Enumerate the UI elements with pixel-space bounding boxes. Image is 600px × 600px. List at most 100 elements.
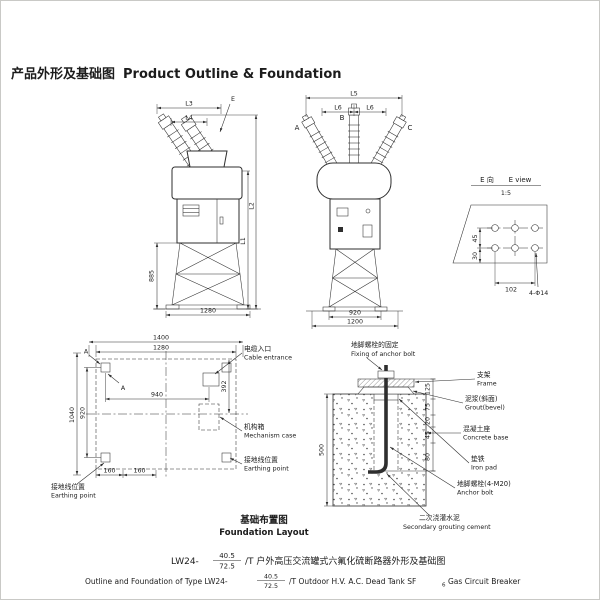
grout-label-zh: 泥浆(斜面) bbox=[465, 394, 498, 403]
dim-500: 500 bbox=[319, 393, 333, 507]
cable-entrance-callout: 电缆入口 Cable entrance bbox=[214, 344, 292, 375]
model-line2-end: Gas Circuit Breaker bbox=[448, 577, 521, 586]
cabinet-window bbox=[336, 207, 349, 217]
dim-885: 885 bbox=[149, 242, 179, 310]
frame-label-zh: 支架 bbox=[477, 370, 491, 379]
earthing-point-left-callout: 接地线位置 Earthing point bbox=[51, 462, 105, 500]
earthing-point-left-zh: 接地线位置 bbox=[51, 482, 85, 491]
dim-80-label: 80 bbox=[425, 453, 432, 461]
front-view-drawing: A B C L5 L6 L6 920 1200 bbox=[295, 91, 413, 329]
fraction2-bottom: 72.5 bbox=[264, 583, 278, 590]
fraction-bottom: 72.5 bbox=[219, 563, 235, 571]
dim-392-label: 392 bbox=[221, 380, 228, 392]
footer-line1: LW24- 40.5 72.5 /T 户外高压交流罐式六氟化硫断路器外形及基础图 bbox=[171, 552, 445, 571]
dim-920-label: 920 bbox=[349, 310, 361, 317]
model-suffix-zh: /T 户外高压交流罐式六氟化硫断路器外形及基础图 bbox=[245, 555, 445, 567]
view-e-letter: E bbox=[231, 96, 235, 103]
mechanism-case-label-zh: 机构箱 bbox=[244, 422, 265, 431]
earthing-point-right-en: Earthing point bbox=[244, 466, 289, 473]
bolt-hole bbox=[531, 244, 539, 252]
anchor-bolt-callout: 地脚螺栓(4-M20) Anchor bolt bbox=[389, 446, 511, 497]
dim-1040-label: 1040 bbox=[69, 407, 76, 423]
louver-side bbox=[182, 204, 200, 217]
dim-500-label: 500 bbox=[319, 444, 326, 456]
cabinet-door-panel bbox=[362, 224, 373, 238]
anchor-pad bbox=[221, 362, 232, 373]
grout-callout: 泥浆(斜面) Grout(bevel) bbox=[412, 390, 505, 412]
dim-920-plan-label: 920 bbox=[80, 407, 87, 419]
hole-callout: 4-Φ14 bbox=[529, 252, 548, 297]
dim-392: 392 bbox=[221, 360, 231, 413]
anchor-fixing-title-zh: 地脚螺栓的固定 bbox=[351, 340, 399, 349]
iron-pad-label-en: Iron pad bbox=[471, 465, 497, 472]
model-line2-prefix: Outline and Foundation of Type LW24- bbox=[85, 577, 228, 586]
anchor-pad bbox=[221, 452, 232, 463]
anchor-bolt-label-zh: 地脚螺栓(4-M20) bbox=[457, 479, 511, 488]
foundation-plan-drawing: 1400 1280 940 392 1040 920 160 160 A A 电… bbox=[51, 335, 296, 500]
section-mark-a: A A bbox=[84, 349, 126, 393]
concrete-base-label-en: Concrete base bbox=[463, 435, 509, 442]
cabinet-knob bbox=[365, 208, 371, 214]
dim-1280-plan-label: 1280 bbox=[153, 345, 169, 352]
anchor-fixing-title-en: Fixing of anchor bolt bbox=[351, 351, 416, 358]
secondary-grout-callout: 二次浇灌水泥 Secondary grouting cement bbox=[386, 473, 491, 531]
dim-l4-label: L4 bbox=[185, 115, 193, 122]
dim-1280-side: 1280 bbox=[165, 308, 251, 318]
caption-en: Foundation Layout bbox=[219, 528, 308, 538]
cable-entrance-opening bbox=[202, 372, 220, 387]
tank-body-side bbox=[171, 166, 243, 200]
tank-turret-side bbox=[186, 150, 228, 168]
frame-callout: 支架 Frame bbox=[414, 370, 497, 388]
cabinet-front bbox=[329, 198, 381, 250]
dim-1200: 1200 bbox=[311, 311, 399, 329]
e-view-drawing: E 向 E view 1:5 45 30 102 4-Φ14 bbox=[452, 175, 548, 297]
dim-l1-label: L1 bbox=[240, 237, 247, 245]
model-line2-mid: /T Outdoor H.V. A.C. Dead Tank SF bbox=[289, 577, 416, 586]
support-frame-front bbox=[322, 248, 388, 312]
secondary-grout-label-en: Secondary grouting cement bbox=[403, 524, 491, 531]
dim-l6-left-label: L6 bbox=[334, 105, 342, 112]
dim-940-label: 940 bbox=[151, 392, 163, 399]
footer-line2: Outline and Foundation of Type LW24- 40.… bbox=[85, 574, 521, 591]
earthing-point-left-en: Earthing point bbox=[51, 493, 96, 500]
bushing-front-a bbox=[301, 114, 339, 170]
mechanism-case-label-en: Mechanism case bbox=[244, 433, 296, 440]
dim-l3: L3 bbox=[156, 101, 222, 114]
concrete-base-callout: 混凝土座 Concrete base bbox=[427, 424, 509, 442]
concrete-base-label-zh: 混凝土座 bbox=[463, 424, 490, 433]
bolt-nut bbox=[377, 370, 395, 379]
view-e-callout: E bbox=[219, 96, 235, 133]
dim-75-label: 75 bbox=[425, 403, 432, 411]
dim-l2: L2 bbox=[191, 114, 258, 310]
dim-1280-side-label: 1280 bbox=[200, 308, 216, 315]
cabinet-dark-detail bbox=[338, 227, 343, 232]
dim-940: 940 bbox=[105, 373, 210, 402]
e-view-scale: 1:5 bbox=[501, 190, 511, 197]
dim-1400-label: 1400 bbox=[153, 335, 169, 342]
e-view-title-zh: E 向 bbox=[480, 175, 494, 184]
dim-160-b-label: 160 bbox=[133, 468, 145, 475]
cable-entrance-label-en: Cable entrance bbox=[244, 355, 292, 362]
dim-l4: L4 bbox=[170, 115, 208, 126]
dim-30: 30 bbox=[472, 248, 482, 263]
dim-chain-right: 125 75 20 45 80 bbox=[398, 378, 436, 472]
anchor-bolt-label-en: Anchor bolt bbox=[457, 490, 494, 497]
bolt-hole bbox=[531, 224, 539, 232]
anchor-pad bbox=[100, 362, 111, 373]
dim-20-label: 20 bbox=[425, 417, 432, 425]
iron-pad-callout: 垫铁 Iron pad bbox=[398, 398, 497, 472]
dim-45-section-label: 45 bbox=[425, 431, 432, 439]
fraction2-top: 40.5 bbox=[264, 574, 278, 581]
dim-l5: L5 bbox=[305, 91, 403, 117]
bushing-front-c bbox=[369, 114, 407, 170]
anchor-pad bbox=[100, 452, 111, 463]
dim-l6-pair: L6 L6 bbox=[321, 105, 387, 116]
dim-1280-plan: 1280 bbox=[95, 345, 237, 357]
page-title-en: Product Outline & Foundation bbox=[123, 67, 342, 82]
dim-1040: 1040 bbox=[69, 352, 81, 476]
dim-l5-label: L5 bbox=[350, 91, 358, 98]
tank-body-front bbox=[316, 162, 392, 200]
secondary-grout-label-zh: 二次浇灌水泥 bbox=[419, 513, 460, 522]
dim-102-label: 102 bbox=[505, 287, 517, 294]
phase-a-label: A bbox=[295, 124, 300, 132]
